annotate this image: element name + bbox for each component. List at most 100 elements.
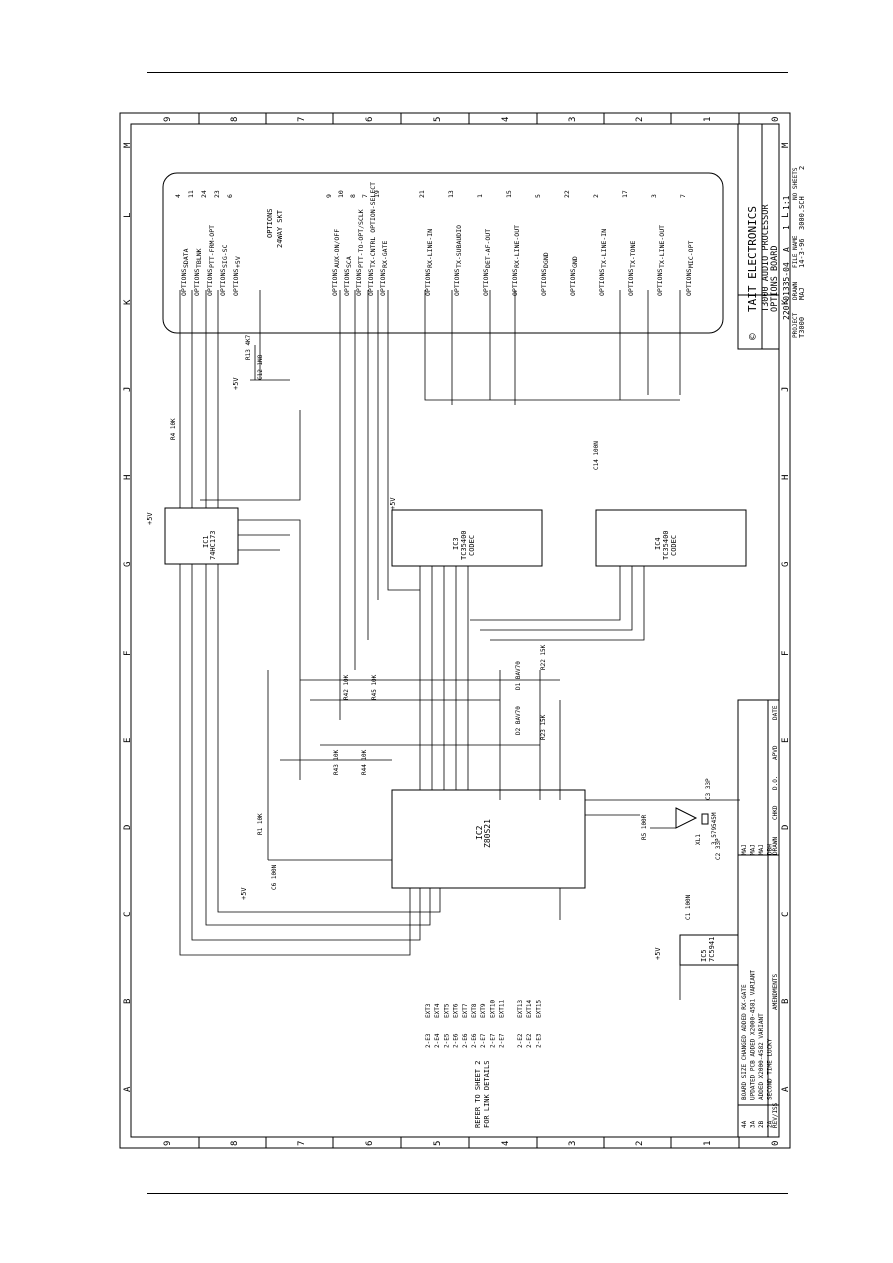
frame-row-bottom-4: 5	[433, 1141, 443, 1146]
connector-signal-label: RX-GATE	[381, 241, 389, 268]
inner-frame	[130, 123, 780, 1138]
ic3-part: TC35400	[460, 530, 468, 560]
connector-pin-number: 22	[563, 190, 571, 198]
r1-label: R1 10K	[257, 813, 264, 835]
connector-pin-number: 7	[679, 194, 687, 198]
frame-col-left-8: D	[123, 825, 133, 830]
frame-col-right-5: G	[781, 562, 791, 567]
ext-line-label: EXT4	[434, 1003, 441, 1018]
connector-signal-label: PTT-TO-OPT/SCLK	[357, 209, 365, 268]
connector-pin-number: 4	[174, 194, 182, 198]
ext-ref-label: 2-E2	[517, 1033, 524, 1048]
r13-label: R13 4K7	[245, 334, 252, 360]
connector-pin-number: 24	[200, 190, 208, 198]
plus5v-label-3: +5V	[232, 377, 240, 390]
connector-pin-number: 11	[187, 190, 195, 198]
connector-signal-label: SCA	[345, 256, 353, 268]
ic4-fn: CODEC	[670, 535, 678, 556]
r43-label: R43 10K	[333, 749, 340, 775]
frame-col-right-8: D	[781, 825, 791, 830]
connector-signal-label: +5V	[234, 256, 242, 268]
connector-title: OPTIONS	[266, 208, 274, 238]
connector-options-word: OPTIONS	[482, 269, 490, 296]
connector-signal-label: RX-LINE-IN	[426, 229, 434, 268]
connector-options-word: OPTIONS	[331, 269, 339, 296]
ic5-ref: IC5	[700, 949, 708, 962]
r44-label: R44 10K	[361, 749, 368, 775]
plus5v-label-2: +5V	[389, 497, 397, 510]
amendment-drawn-by: DBH	[767, 844, 774, 855]
frame-row-top-6: 3	[568, 117, 578, 122]
ext-ref-label: 2-E3	[425, 1033, 432, 1048]
frame-col-left-0: M	[123, 142, 133, 148]
frame-col-right-7: E	[781, 738, 791, 743]
ext-ref-label: 2-E5	[443, 1033, 450, 1048]
frame-row-top-0: 9	[163, 117, 173, 122]
plus5v-label-4: +5V	[240, 887, 248, 900]
amendment-header: DRAWN	[772, 837, 779, 855]
connector-pin-number: 5	[534, 194, 542, 198]
connector-signal-label: TX-LINE-IN	[600, 229, 608, 268]
c3-label: C3 33P	[705, 778, 712, 800]
footer-rule	[147, 1193, 788, 1194]
size-value: A	[782, 247, 791, 252]
connector-pin-number: 7	[361, 194, 369, 198]
frame-col-right-11: A	[781, 1086, 791, 1092]
ext-ref-label: 2-E7	[499, 1033, 506, 1048]
refer-note-line2: FOR LINK DETAILS	[483, 1061, 491, 1128]
r5-label: R5 100R	[641, 814, 648, 840]
connector-options-word: OPTIONS	[598, 269, 606, 296]
amendment-header: APVD	[772, 745, 779, 760]
frame-col-left-1: L	[123, 213, 133, 218]
connector-signal-label: RX-LINE-OUT	[513, 225, 521, 268]
connector-pin-number: 23	[213, 190, 221, 198]
d1-label: D1 BAV70	[515, 661, 522, 690]
connector-options-word: OPTIONS	[343, 269, 351, 296]
frame-row-bottom-5: 4	[501, 1141, 511, 1146]
file-label: FILE NAME	[792, 235, 799, 268]
refer-note-line1: REFER TO SHEET 2	[474, 1061, 482, 1128]
amendment-drawn-by: MAJ	[741, 844, 748, 855]
connector-options-word: OPTIONS	[180, 269, 188, 296]
xl1-value: 3.579545M	[711, 812, 718, 845]
connector-options-word: OPTIONS	[656, 269, 664, 296]
c14-label: C14 100N	[593, 441, 600, 470]
connector-options-word: OPTIONS	[379, 269, 387, 296]
connector-signal-label: SIG-SC	[221, 244, 229, 268]
frame-col-right-4: H	[781, 475, 791, 480]
connector-signal-label: TX-CNTRL OPTION-SELECT	[369, 182, 377, 268]
ext-ref-label: 2-E4	[434, 1033, 441, 1048]
connector-options-word: OPTIONS	[232, 269, 240, 296]
connector-pin-number: 10	[337, 190, 345, 198]
ext-line-label: EXT7	[462, 1003, 469, 1018]
frame-col-right-2: K	[781, 299, 791, 305]
frame-col-left-3: J	[123, 387, 133, 392]
connector-options-word: OPTIONS	[569, 269, 577, 296]
drawing-title-2: OPTIONS BOARD	[770, 245, 780, 312]
frame-row-top-3: 6	[365, 117, 375, 122]
connector-signal-label: TX-LINE-OUT	[658, 225, 666, 268]
amendment-rev: 4A	[741, 1120, 748, 1128]
connector-pin-number: 2	[592, 194, 600, 198]
ic1-part: 74HC173	[209, 530, 217, 560]
c2-label: C2 33P	[715, 838, 722, 860]
r23-label: R23 15K	[540, 714, 547, 740]
frame-row-bottom-9: 0	[771, 1141, 781, 1146]
amendment-header: DATE	[772, 705, 779, 720]
amendment-header: D.O.	[772, 776, 779, 790]
frame-row-bottom-0: 9	[163, 1141, 173, 1146]
frame-col-left-2: K	[123, 299, 133, 305]
frame-col-right-1: L	[781, 213, 791, 218]
outer-frame	[119, 112, 791, 1149]
ext-line-label: EXT13	[517, 1000, 524, 1018]
connector-pin-number: 19	[373, 190, 381, 198]
drawing-title-1: T3000 AUDIO PROCESSOR	[761, 204, 771, 312]
ext-line-label: EXT6	[453, 1003, 460, 1018]
ic5-part: 7C5941	[708, 937, 716, 962]
ext-ref-label: 2-E2	[526, 1033, 533, 1048]
connector-subtitle: 24WAY SKT	[276, 209, 284, 248]
project-label: PROJECT	[792, 312, 799, 338]
r45-label: R45 10K	[371, 674, 378, 700]
connector-pin-number: 3	[650, 194, 658, 198]
